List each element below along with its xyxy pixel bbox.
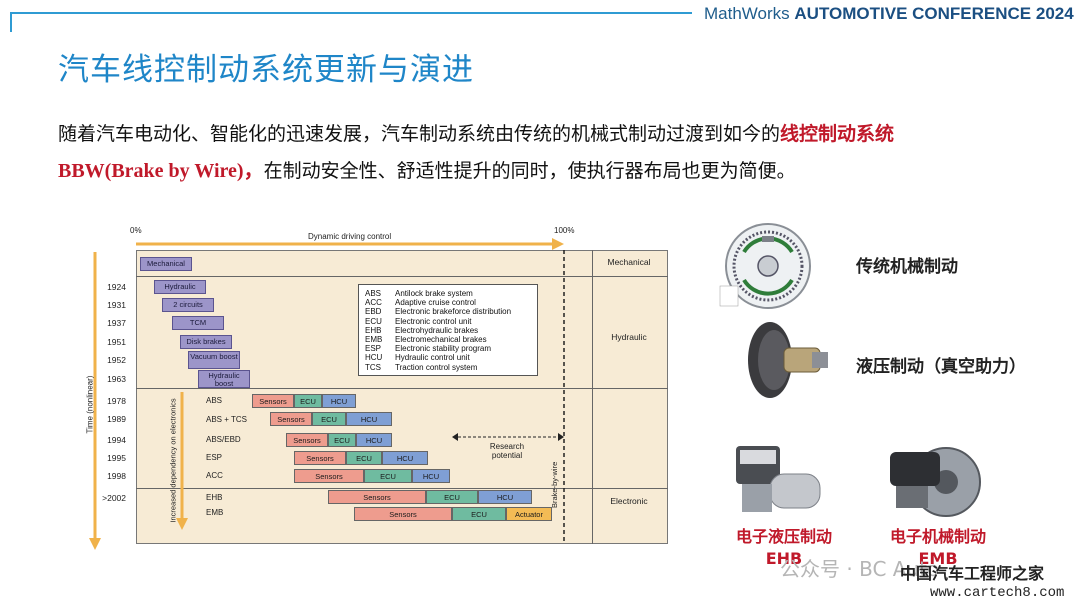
system-name: EMB — [206, 508, 224, 517]
year-label: 1995 — [107, 453, 126, 463]
brake-by-wire-label: Brake-by-wire — [550, 461, 559, 508]
intro-paragraph: 随着汽车电动化、智能化的迅速发展，汽车制动系统由传统的机械式制动过渡到如今的线控… — [58, 116, 998, 190]
divider-electronic — [136, 488, 668, 489]
seg-ecu: ECU — [346, 451, 382, 465]
seg-sensors: Sensors — [270, 412, 312, 426]
category-mechanical: Mechanical — [607, 257, 651, 267]
label-traditional-brake: 传统机械制动 — [856, 257, 958, 277]
dependency-label: Increased dependency on electronics — [168, 398, 178, 523]
system-name: ACC — [206, 471, 223, 480]
seg-hcu: HCU — [478, 490, 532, 504]
two-circuits-box: 2 circuits — [162, 298, 214, 312]
label-emb: 电子机械制动 EMB — [889, 527, 986, 568]
year-label: >2002 — [102, 493, 126, 503]
seg-ecu: ECU — [312, 412, 346, 426]
year-label: 1989 — [107, 414, 126, 424]
para-highlight: 线控制动系统 — [780, 123, 895, 145]
para-part2: 在制动安全性、舒适性提升的同时，使执行器布局也更为简便。 — [263, 160, 796, 182]
year-label: 1952 — [107, 355, 126, 365]
divider-hydraulic — [136, 388, 668, 389]
category-column-line — [592, 250, 593, 544]
watermark-account: 公众号 · BC Auto — [780, 557, 940, 581]
year-label: 1963 — [107, 374, 126, 384]
header-rule — [10, 12, 692, 14]
seg-hcu: HCU — [412, 469, 450, 483]
system-name: ESP — [206, 453, 223, 462]
category-electronic: Electronic — [610, 496, 648, 506]
pct-start: 0% — [130, 226, 142, 235]
seg-sensors: Sensors — [328, 490, 426, 504]
year-label: 1931 — [107, 300, 126, 310]
label-hydraulic-brake: 液压制动（真空助力） — [856, 357, 1026, 377]
slide-title: 汽车线控制动系统更新与演进 — [58, 52, 474, 88]
dynamic-control-arrow — [136, 238, 564, 250]
seg-hcu: HCU — [356, 433, 392, 447]
brake-evolution-diagram: Time (nonlinear) 0% 100% Dynamic driving… — [76, 220, 678, 550]
dynamic-control-label: Dynamic driving control — [306, 232, 394, 241]
system-name: ABS/EBD — [206, 435, 241, 444]
seg-sensors: Sensors — [294, 469, 364, 483]
research-arrow — [452, 433, 564, 441]
hydraulic-box: Hydraulic — [154, 280, 206, 294]
seg-ecu: ECU — [426, 490, 478, 504]
seg-sensors: Sensors — [294, 451, 346, 465]
header-rule-tick — [10, 12, 12, 32]
seg-ecu: ECU — [294, 394, 322, 408]
category-hydraulic: Hydraulic — [611, 332, 647, 342]
year-label: 1978 — [107, 396, 126, 406]
time-axis-label: Time (nonlinear) — [85, 375, 95, 434]
seg-actuator: Actuator — [506, 507, 552, 521]
watermark-site-url: www.cartech8.com — [930, 585, 1065, 601]
para-bbw: BBW(Brake by Wire)， — [58, 160, 264, 182]
conference-banner: MathWorks AUTOMOTIVE CONFERENCE 2024 — [704, 4, 1074, 24]
system-name: ABS — [206, 396, 223, 405]
emb-caliper-illustration — [890, 447, 981, 517]
disk-brakes-box: Disk brakes — [180, 335, 232, 349]
brand-name: MathWorks — [704, 4, 790, 23]
mechanical-box: Mechanical — [140, 257, 192, 271]
system-name: EHB — [206, 493, 223, 502]
year-label: 1937 — [107, 318, 126, 328]
year-label: 1924 — [107, 282, 126, 292]
watermark-site-name: 中国汽车工程师之家 — [900, 564, 1045, 583]
year-label: 1951 — [107, 337, 126, 347]
year-label: 1998 — [107, 471, 126, 481]
tcm-box: TCM — [172, 316, 224, 330]
seg-sensors: Sensors — [354, 507, 452, 521]
year-label: 1994 — [107, 435, 126, 445]
vacuum-boost-box: Vacuum boost — [188, 351, 240, 369]
seg-ecu: ECU — [364, 469, 412, 483]
seg-ecu: ECU — [452, 507, 506, 521]
research-potential-label: Research potential — [489, 442, 525, 460]
vacuum-booster-illustration — [748, 322, 828, 398]
seg-sensors: Sensors — [286, 433, 328, 447]
drum-brake-illustration — [719, 223, 811, 309]
seg-hcu: HCU — [322, 394, 356, 408]
seg-hcu: HCU — [346, 412, 392, 426]
seg-sensors: Sensors — [252, 394, 294, 408]
ehb-unit-illustration — [736, 446, 821, 512]
divider-mechanical — [136, 276, 668, 277]
para-part1: 随着汽车电动化、智能化的迅速发展，汽车制动系统由传统的机械式制动过渡到如今的 — [58, 123, 781, 145]
system-name: ABS + TCS — [206, 415, 247, 424]
label-ehb: 电子液压制动 EHB — [735, 527, 832, 568]
pct-end: 100% — [554, 226, 575, 235]
seg-ecu: ECU — [328, 433, 356, 447]
dependency-arrow — [176, 392, 188, 530]
conference-name: AUTOMOTIVE CONFERENCE 2024 — [794, 4, 1074, 23]
seg-hcu: HCU — [382, 451, 428, 465]
hydraulic-boost-box: Hydraulic boost — [198, 370, 250, 388]
brake-by-wire-line — [563, 250, 565, 544]
time-axis-arrow — [89, 252, 101, 550]
